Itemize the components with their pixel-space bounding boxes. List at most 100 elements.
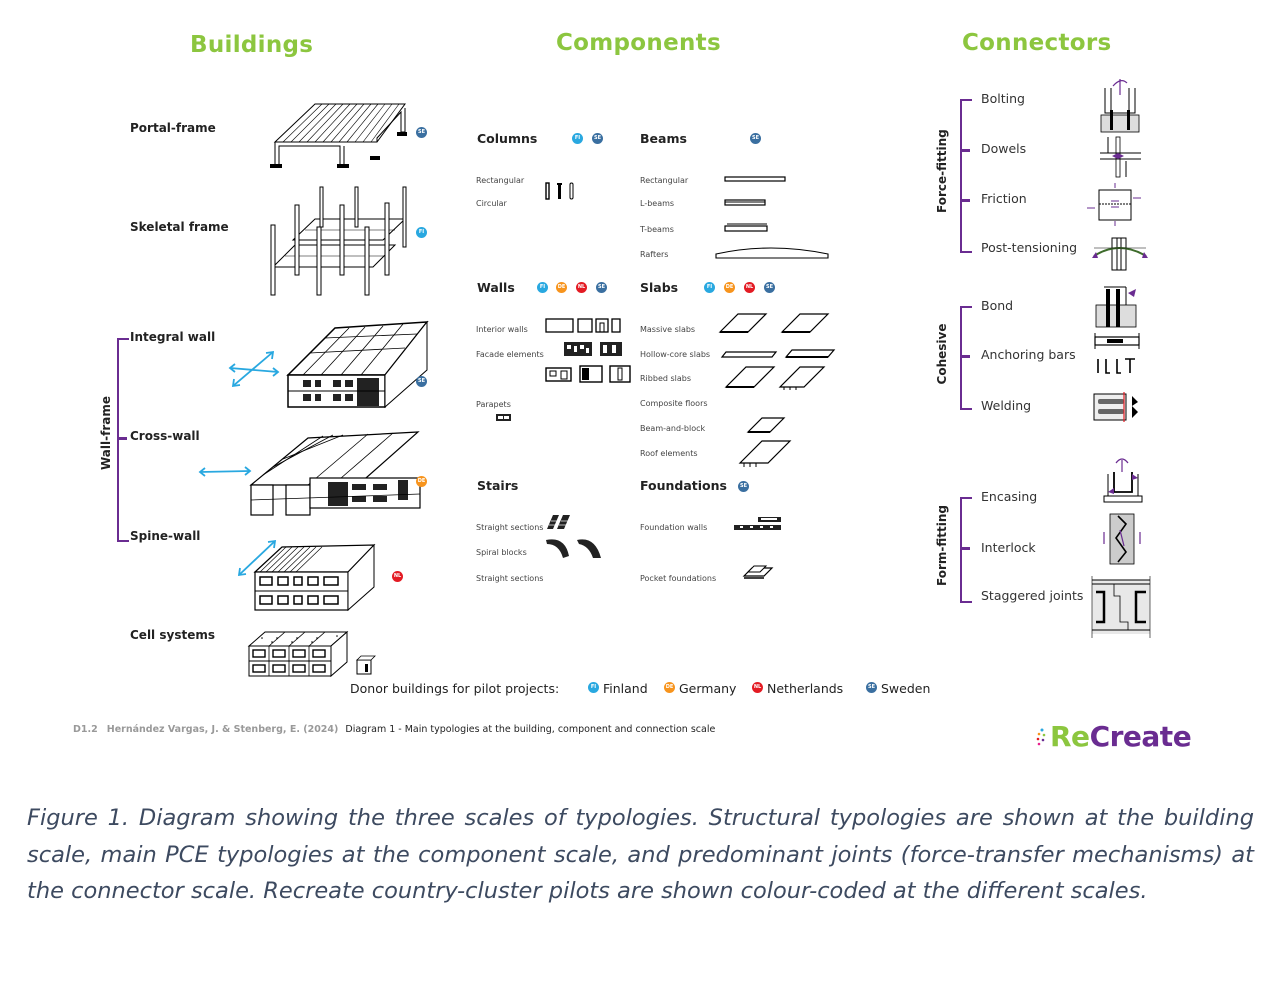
wall-frame-bracket <box>117 338 129 542</box>
badge-sweden: SE <box>866 682 877 693</box>
legend-netherlands: Netherlands <box>767 681 844 696</box>
badge-sweden: SE <box>592 133 603 144</box>
connector-friction-icon <box>1087 183 1141 226</box>
spine-wall-label: Spine-wall <box>130 529 201 543</box>
slabs-item-ribbed: Ribbed slabs <box>640 374 692 383</box>
force-fitting-bracket <box>960 99 972 253</box>
walls-item-interior: Interior walls <box>476 325 528 334</box>
cell-systems-illustration <box>247 630 376 678</box>
skeletal-frame-illustration <box>270 186 407 296</box>
wall-frame-group-label: Wall-frame <box>99 396 113 470</box>
connector-staggered-joints-icon <box>1091 576 1151 638</box>
badge-sweden: SE <box>596 282 607 293</box>
connector-bond-label: Bond <box>981 298 1014 313</box>
buildings-title: Buildings <box>190 32 314 58</box>
connector-post-tensioning-icon <box>1092 237 1148 271</box>
columns-item-rectangular: Rectangular <box>476 176 525 185</box>
figure-caption: Figure 1. Diagram showing the three scal… <box>27 805 1254 904</box>
slabs-item-composite: Composite floors <box>640 399 708 408</box>
connector-interlock-icon <box>1103 513 1141 565</box>
recreate-logo: ReCreate <box>1036 720 1192 753</box>
connector-anchoring-bars-label: Anchoring bars <box>981 347 1076 362</box>
slabs-heading: Slabs <box>640 280 679 295</box>
connector-encasing-icon <box>1103 458 1143 503</box>
slabs-item-hollow-core: Hollow-core slabs <box>640 350 711 359</box>
stairs-item-spiral-blocks: Spiral blocks <box>476 548 527 557</box>
beams-illustration <box>715 176 829 259</box>
form-fitting-tick <box>960 547 970 550</box>
badge-finland: FI <box>537 282 548 293</box>
beams-item-rafters: Rafters <box>640 250 669 259</box>
connectors-title: Connectors <box>962 30 1112 56</box>
badge-netherlands: NL <box>392 571 403 582</box>
badge-germany: DE <box>664 682 675 693</box>
connector-bond-icon <box>1095 286 1137 328</box>
badge-finland: FI <box>572 133 583 144</box>
slabs-item-massive: Massive slabs <box>640 325 696 334</box>
cross-wall-illustration <box>249 431 421 516</box>
foundations-heading: Foundations <box>640 478 727 493</box>
connector-encasing-label: Encasing <box>981 489 1038 504</box>
connector-bolting-label: Bolting <box>981 91 1025 106</box>
foundations-item-pocket: Pocket foundations <box>640 574 717 583</box>
integral-wall-illustration <box>286 320 429 409</box>
legend-sweden: Sweden <box>881 681 931 696</box>
beams-item-l-beams: L-beams <box>640 199 675 208</box>
portal-frame-illustration <box>270 103 407 168</box>
connector-dowels-label: Dowels <box>981 141 1027 156</box>
connector-post-tensioning-label: Post-tensioning <box>981 240 1078 255</box>
cohesive-tick <box>960 355 970 358</box>
badge-sweden: SE <box>416 376 427 387</box>
beams-item-rectangular: Rectangular <box>640 176 689 185</box>
connector-bolting-icon <box>1100 79 1140 133</box>
force-fitting-tick <box>960 199 970 202</box>
connector-welding-label: Welding <box>981 398 1032 413</box>
stairs-heading: Stairs <box>477 478 519 493</box>
connector-staggered-joints-label: Staggered joints <box>981 588 1084 603</box>
wall-frame-tick <box>117 437 127 440</box>
beams-heading: Beams <box>640 131 687 146</box>
badge-germany: DE <box>416 476 427 487</box>
cohesive-bracket <box>960 306 972 410</box>
slabs-item-beam-and-block: Beam-and-block <box>640 424 706 433</box>
columns-illustration <box>545 182 574 200</box>
cross-wall-label: Cross-wall <box>130 429 200 443</box>
columns-heading: Columns <box>477 131 538 146</box>
cohesive-group-label: Cohesive <box>935 323 949 385</box>
badge-netherlands: NL <box>752 682 763 693</box>
legend-germany: Germany <box>679 681 737 696</box>
logo-re: Re <box>1050 720 1090 753</box>
badge-finland: FI <box>588 682 599 693</box>
badge-germany: DE <box>724 282 735 293</box>
diagram-title: Diagram 1 - Main typologies at the build… <box>345 724 716 735</box>
force-fitting-tick <box>960 149 970 152</box>
beams-item-t-beams: T-beams <box>640 225 674 234</box>
walls-item-parapets: Parapets <box>476 400 511 409</box>
spine-wall-arrow <box>237 539 277 577</box>
cell-systems-label: Cell systems <box>130 628 215 642</box>
badge-germany: DE <box>556 282 567 293</box>
logo-create: Create <box>1089 720 1192 753</box>
doc-id: D1.2 <box>73 724 98 735</box>
badge-finland: FI <box>416 227 427 238</box>
integral-wall-label: Integral wall <box>130 330 216 344</box>
badge-sweden: SE <box>416 127 427 138</box>
stairs-item-straight-sections: Straight sections <box>476 523 544 532</box>
slabs-item-roof: Roof elements <box>640 449 698 458</box>
badge-netherlands: NL <box>576 282 587 293</box>
connector-dowels-icon <box>1100 136 1141 178</box>
force-fitting-group-label: Force-fitting <box>935 129 949 213</box>
spine-wall-illustration <box>253 543 376 612</box>
walls-item-facade: Facade elements <box>476 350 544 359</box>
portal-frame-label: Portal-frame <box>130 121 216 135</box>
form-fitting-group-label: Form-fitting <box>935 505 949 586</box>
columns-item-circular: Circular <box>476 199 507 208</box>
badge-sweden: SE <box>738 481 749 492</box>
walls-heading: Walls <box>477 280 515 295</box>
legend-title: Donor buildings for pilot projects: <box>350 681 560 696</box>
foundations-item-walls: Foundation walls <box>640 523 708 532</box>
authors: Hernández Vargas, J. & Stenberg, E. (202… <box>106 724 339 735</box>
footer-meta: D1.2 Hernández Vargas, J. & Stenberg, E.… <box>73 724 715 735</box>
cross-wall-arrow <box>198 466 252 477</box>
foundations-illustration <box>734 517 781 579</box>
